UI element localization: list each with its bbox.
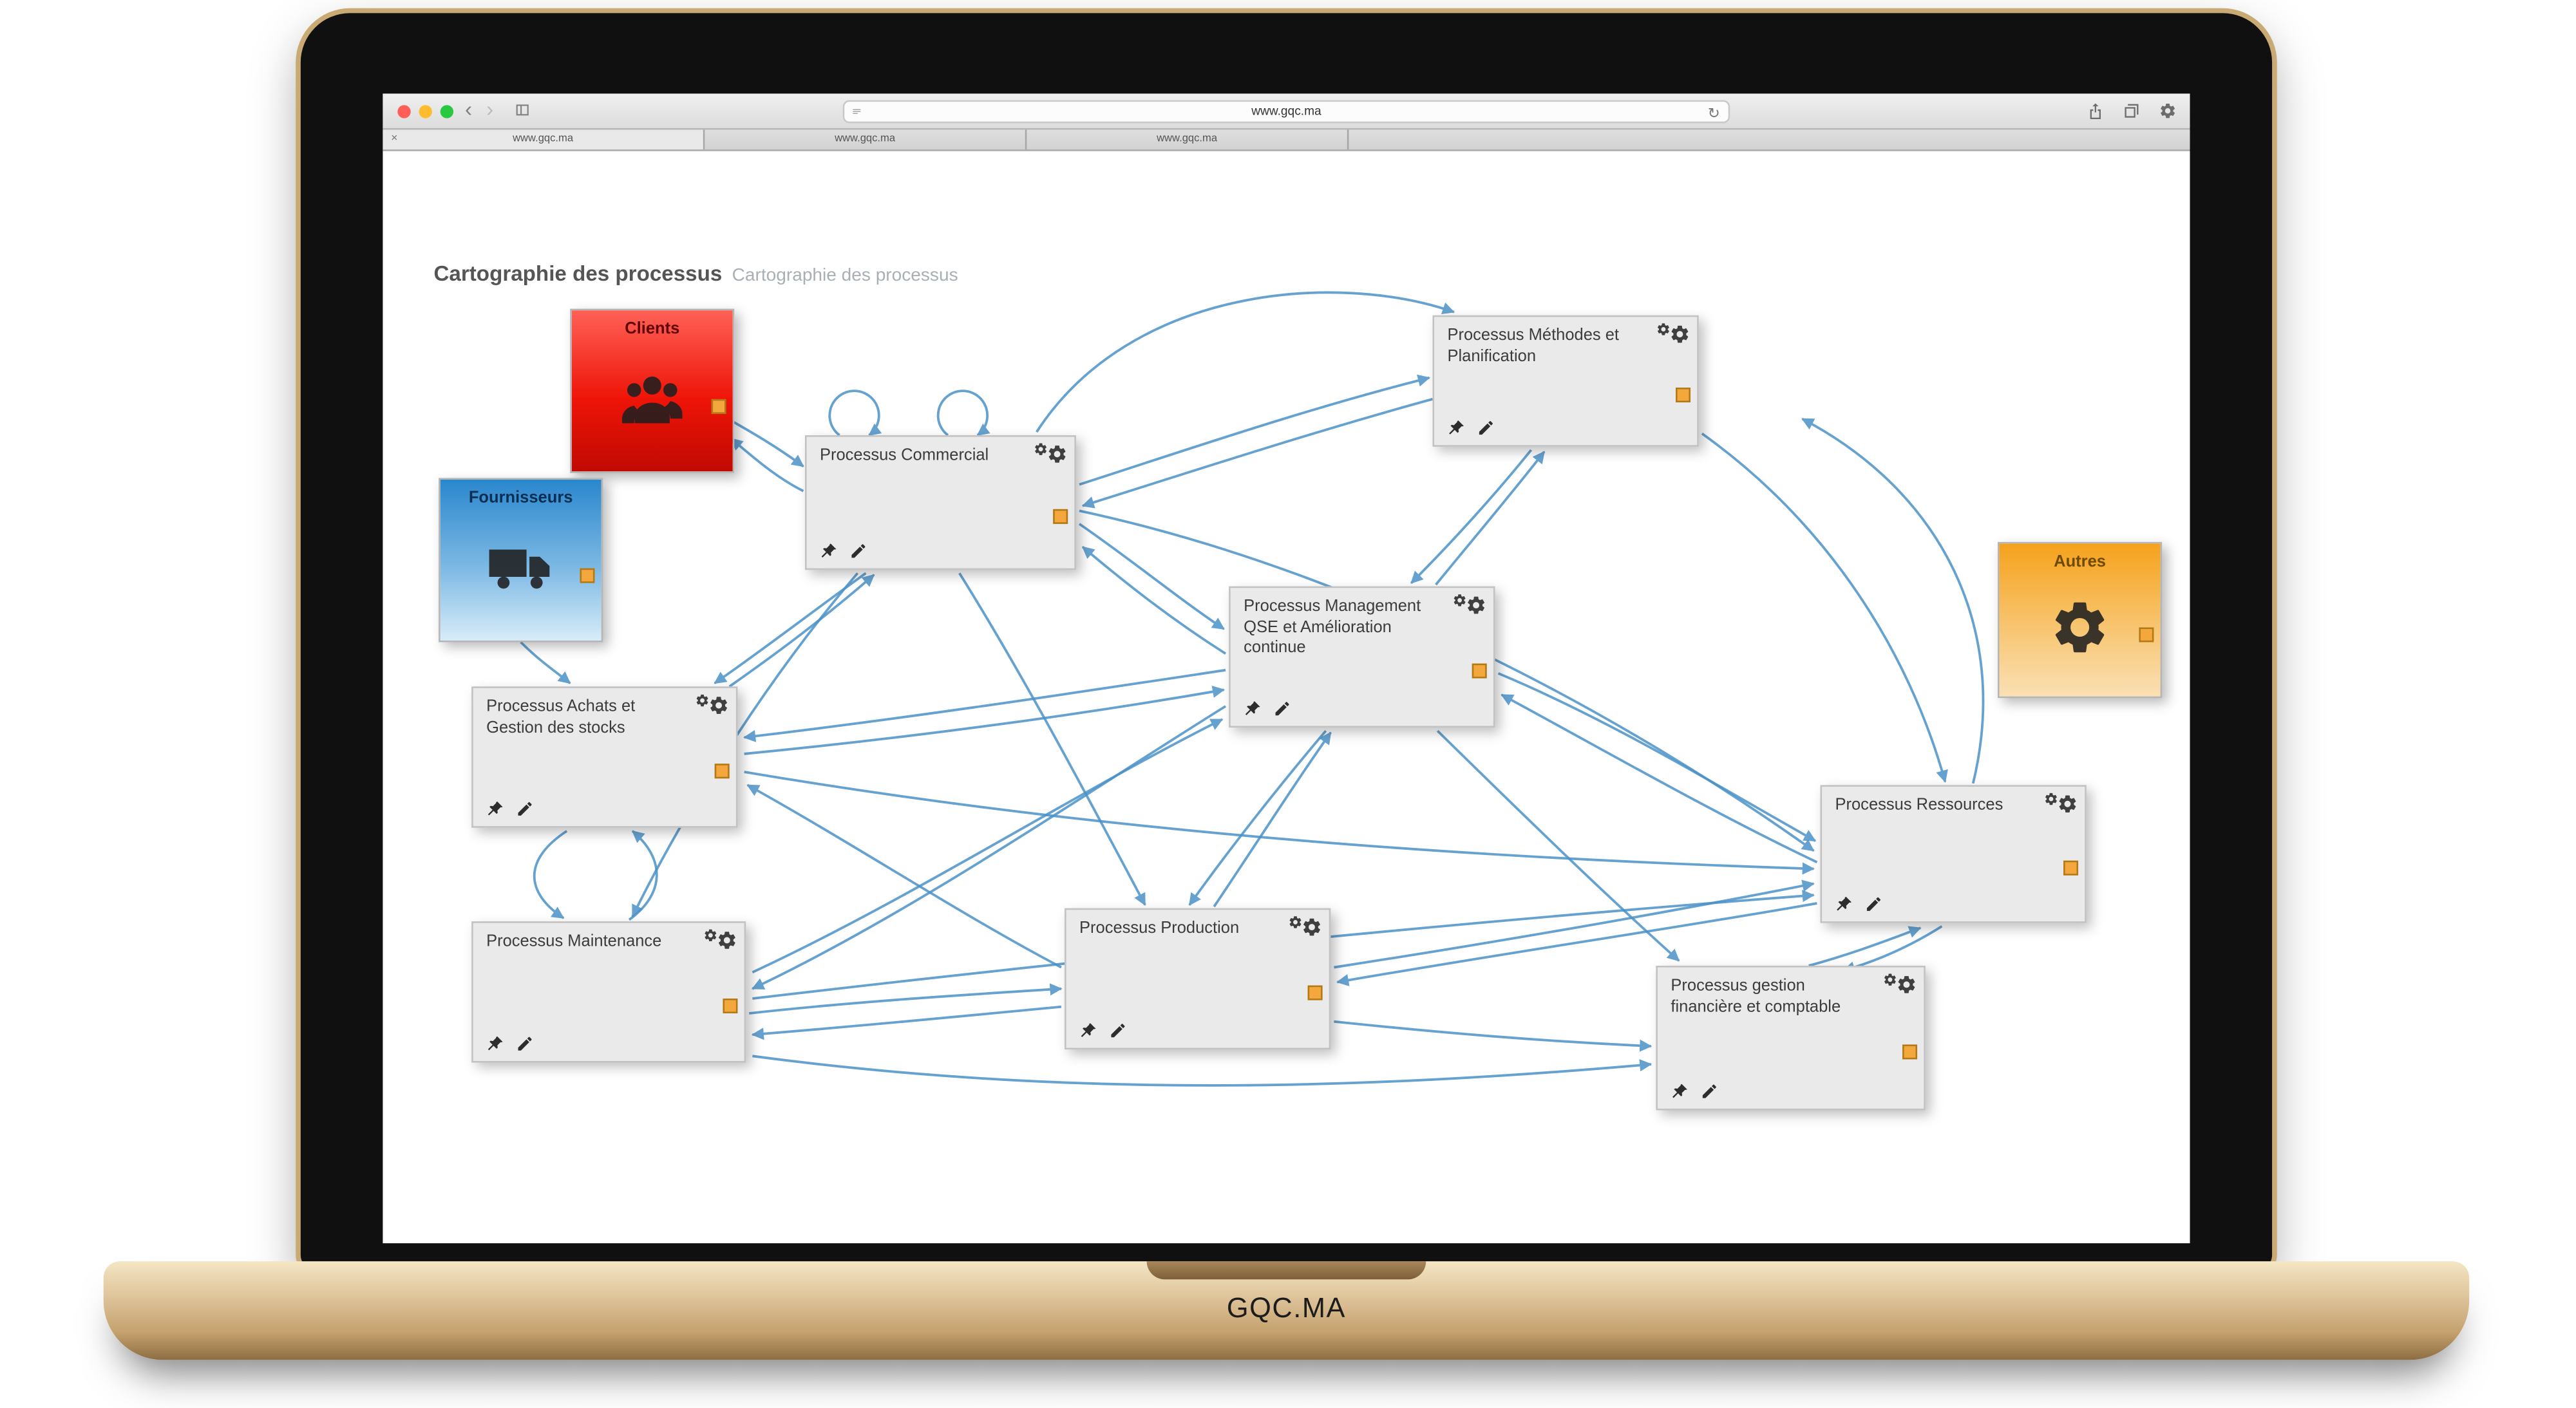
orange-handle[interactable] xyxy=(580,568,595,583)
gear-icon xyxy=(2049,596,2111,659)
pencil-icon[interactable] xyxy=(1477,419,1495,437)
node-label: Processus Méthodes et Planification xyxy=(1447,326,1620,366)
node-label: Processus gestion financière et comptabl… xyxy=(1671,977,1841,1016)
node-label: Processus Achats et Gestion des stocks xyxy=(486,698,636,737)
truck-icon xyxy=(486,534,555,603)
tab-bar: × www.gqc.ma www.gqc.ma www.gqc.ma xyxy=(383,129,2190,151)
page-subtitle: Cartographie des processus xyxy=(732,266,958,286)
browser-window: Cartographie des processus Cartographie d… xyxy=(383,93,2190,1244)
node-label: Processus Commercial xyxy=(819,446,989,465)
browser-titlebar: ‹ › www.gqc.ma ↻ xyxy=(383,93,2190,130)
orange-handle[interactable] xyxy=(1902,1045,1918,1060)
laptop-base: GQC.MA xyxy=(103,1261,2470,1360)
orange-handle[interactable] xyxy=(1472,664,1487,679)
page-title-text: Cartographie des processus xyxy=(433,261,723,286)
back-icon[interactable]: ‹ xyxy=(464,97,473,122)
orange-handle[interactable] xyxy=(1676,387,1690,402)
share-icon[interactable] xyxy=(2087,102,2105,120)
pin-icon[interactable] xyxy=(1835,895,1853,913)
pencil-icon[interactable] xyxy=(1700,1082,1718,1100)
pencil-icon[interactable] xyxy=(1864,895,1882,913)
gears-icon[interactable] xyxy=(1454,593,1487,619)
gears-icon[interactable] xyxy=(705,928,737,954)
pencil-icon[interactable] xyxy=(1109,1022,1127,1040)
reader-icon[interactable] xyxy=(851,107,862,118)
node-fournisseurs[interactable]: Fournisseurs xyxy=(439,478,603,643)
node-processus-methodes[interactable]: Processus Méthodes et Planification xyxy=(1432,315,1699,447)
node-autres[interactable]: Autres xyxy=(1998,541,2163,699)
gears-icon[interactable] xyxy=(2045,792,2078,818)
tab-bar-empty-area xyxy=(1349,129,2190,150)
gears-icon[interactable] xyxy=(1290,915,1323,941)
zoom-window-button[interactable] xyxy=(440,105,454,118)
orange-handle[interactable] xyxy=(2139,627,2154,643)
pin-icon[interactable] xyxy=(1079,1022,1097,1040)
tab-close-icon[interactable]: × xyxy=(391,133,398,145)
refresh-icon[interactable]: ↻ xyxy=(1707,105,1720,122)
node-label: Processus Maintenance xyxy=(486,932,662,952)
node-label: Processus Management QSE et Amélioration… xyxy=(1244,597,1421,657)
address-bar[interactable]: www.gqc.ma ↻ xyxy=(842,100,1730,124)
pin-icon[interactable] xyxy=(486,1035,504,1053)
people-icon xyxy=(616,362,688,435)
tab-label: www.gqc.ma xyxy=(1157,133,1218,145)
node-processus-qse[interactable]: Processus Management QSE et Amélioration… xyxy=(1229,586,1495,728)
gears-icon[interactable] xyxy=(1658,322,1690,348)
pencil-icon[interactable] xyxy=(516,1035,534,1053)
laptop-brand-text: GQC.MA xyxy=(1226,1292,1346,1324)
node-label: Fournisseurs xyxy=(468,489,573,508)
node-label: Processus Ressources xyxy=(1835,796,2003,815)
node-processus-production[interactable]: Processus Production xyxy=(1065,908,1331,1050)
pin-icon[interactable] xyxy=(1447,419,1465,437)
sidebar-icon[interactable] xyxy=(514,102,531,118)
node-label: Processus Production xyxy=(1079,919,1240,938)
gears-icon[interactable] xyxy=(697,693,730,720)
node-label: Autres xyxy=(2054,553,2107,572)
orange-handle[interactable] xyxy=(711,399,726,414)
gears-icon[interactable] xyxy=(1035,442,1068,468)
url-text: www.gqc.ma xyxy=(1251,103,1321,118)
node-label: Clients xyxy=(625,320,680,339)
pin-icon[interactable] xyxy=(1671,1082,1689,1100)
tab-3[interactable]: www.gqc.ma xyxy=(1027,129,1349,150)
tab-label: www.gqc.ma xyxy=(835,133,896,145)
pin-icon[interactable] xyxy=(486,800,504,818)
pin-icon[interactable] xyxy=(1244,700,1262,718)
node-processus-achats[interactable]: Processus Achats et Gestion des stocks xyxy=(471,686,738,828)
gears-icon[interactable] xyxy=(1884,972,1917,999)
node-processus-ressources[interactable]: Processus Ressources xyxy=(1820,785,2087,923)
pencil-icon[interactable] xyxy=(849,542,867,560)
node-processus-finance[interactable]: Processus gestion financière et comptabl… xyxy=(1656,965,1926,1111)
pencil-icon[interactable] xyxy=(516,800,534,818)
tabs-overview-icon[interactable] xyxy=(2123,102,2141,120)
minimize-window-button[interactable] xyxy=(419,105,432,118)
orange-handle[interactable] xyxy=(2063,860,2079,876)
forward-icon[interactable]: › xyxy=(486,97,494,122)
close-window-button[interactable] xyxy=(397,105,411,118)
pin-icon[interactable] xyxy=(820,542,838,560)
tab-label: www.gqc.ma xyxy=(513,133,574,145)
orange-handle[interactable] xyxy=(1053,509,1068,524)
node-processus-commercial[interactable]: Processus Commercial xyxy=(804,435,1076,570)
orange-handle[interactable] xyxy=(714,764,730,779)
orange-handle[interactable] xyxy=(1307,986,1323,1001)
orange-handle[interactable] xyxy=(723,999,738,1014)
pencil-icon[interactable] xyxy=(1273,700,1291,718)
node-clients[interactable]: Clients xyxy=(570,308,735,473)
laptop-lid-notch xyxy=(1146,1261,1426,1280)
page-title: Cartographie des processus Cartographie d… xyxy=(433,261,958,286)
tab-2[interactable]: www.gqc.ma xyxy=(705,129,1027,150)
settings-gear-icon[interactable] xyxy=(2159,102,2177,120)
laptop-screen-bezel: Cartographie des processus Cartographie d… xyxy=(300,13,2273,1272)
node-processus-maintenance[interactable]: Processus Maintenance xyxy=(471,921,746,1063)
tab-1[interactable]: × www.gqc.ma xyxy=(383,129,705,150)
flow-arrows xyxy=(520,291,1985,1087)
